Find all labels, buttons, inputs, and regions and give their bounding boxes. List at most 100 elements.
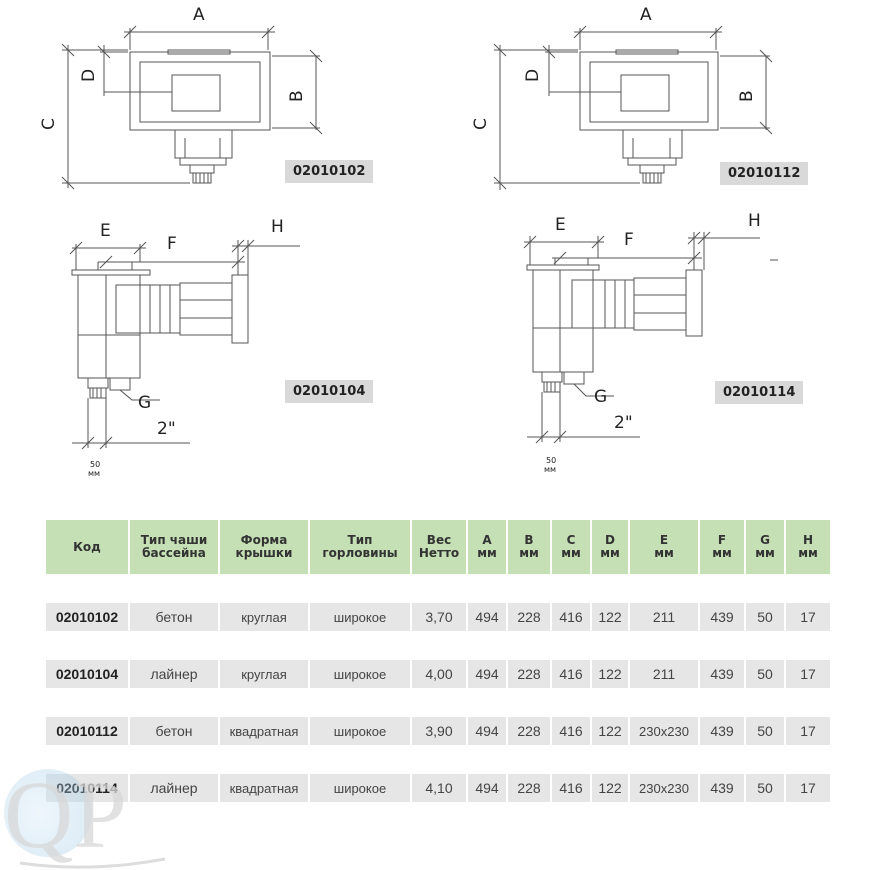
pipe-size-label: 2" xyxy=(614,413,633,433)
header-dim-d: D мм xyxy=(590,520,628,574)
model-code-label: 02010112 xyxy=(720,162,809,185)
cell-code: 02010112 xyxy=(46,717,128,745)
dim-label-d: D xyxy=(79,69,99,82)
cell-dim-e: 211 xyxy=(628,603,698,631)
table-row: 02010114 лайнер квадратная широкое 4,10 … xyxy=(46,774,830,802)
cell-dim-d: 122 xyxy=(590,717,628,745)
cell-dim-e: 230x230 xyxy=(628,717,698,745)
dim-label-c: C xyxy=(471,118,491,130)
model-code-label: 02010104 xyxy=(285,380,374,403)
cell-dim-e: 211 xyxy=(628,660,698,688)
cell-dim-f: 439 xyxy=(698,660,744,688)
cell-dim-g: 50 xyxy=(744,660,784,688)
cell-code: 02010102 xyxy=(46,603,128,631)
cell-dim-g: 50 xyxy=(744,774,784,802)
cell-dim-h: 17 xyxy=(784,660,830,688)
cell-dim-d: 122 xyxy=(590,774,628,802)
cell-pool-type: бетон xyxy=(128,717,218,745)
technical-drawing: A A B B C C D D E E F F G G H H 2" 2" 50… xyxy=(39,5,778,478)
side-view-right xyxy=(523,231,778,444)
cell-code: 02010104 xyxy=(46,660,128,688)
table-header-row: Код Тип чаши бассейна Форма крышки Тип г… xyxy=(46,520,830,574)
dim-label-e: E xyxy=(555,215,566,235)
pipe-size-label: 2" xyxy=(157,419,176,439)
cell-dim-f: 439 xyxy=(698,774,744,802)
cell-dim-h: 17 xyxy=(784,603,830,631)
dim-label-a: A xyxy=(640,5,652,25)
table-row: 02010104 лайнер круглая широкое 4,00 494… xyxy=(46,660,830,688)
dim-label-c: C xyxy=(39,118,59,130)
dim-label-h: H xyxy=(271,217,284,237)
table-row: 02010112 бетон квадратная широкое 3,90 4… xyxy=(46,717,830,745)
header-dim-a: А мм xyxy=(466,520,506,574)
cell-lid-shape: квадратная xyxy=(218,717,308,745)
cell-net-weight: 4,00 xyxy=(410,660,466,688)
dim-label-a: A xyxy=(193,5,205,25)
cell-dim-h: 17 xyxy=(784,717,830,745)
watermark-logo: QP xyxy=(4,761,166,869)
cell-throat-type: широкое xyxy=(308,660,410,688)
cell-dim-d: 122 xyxy=(590,660,628,688)
header-code: Код xyxy=(46,520,128,574)
cell-net-weight: 3,90 xyxy=(410,717,466,745)
cell-dim-a: 494 xyxy=(466,603,506,631)
cell-dim-f: 439 xyxy=(698,717,744,745)
cell-dim-b: 228 xyxy=(506,603,550,631)
header-dim-c: С мм xyxy=(550,520,590,574)
table-row: 02010102 бетон круглая широкое 3,70 494 … xyxy=(46,603,830,631)
header-dim-f: F мм xyxy=(698,520,744,574)
header-dim-h: H мм xyxy=(784,520,830,574)
cell-dim-d: 122 xyxy=(590,603,628,631)
watermark-letters: QP xyxy=(4,761,127,868)
dim-label-e: E xyxy=(100,221,111,241)
cell-pool-type: лайнер xyxy=(128,774,218,802)
spec-table-container: Код Тип чаши бассейна Форма крышки Тип г… xyxy=(46,520,830,802)
spec-table: Код Тип чаши бассейна Форма крышки Тип г… xyxy=(46,520,830,802)
cell-dim-e: 230x230 xyxy=(628,774,698,802)
side-view-left xyxy=(69,239,300,450)
cell-dim-a: 494 xyxy=(466,717,506,745)
cell-dim-g: 50 xyxy=(744,603,784,631)
front-view-right xyxy=(493,25,773,190)
cell-lid-shape: круглая xyxy=(218,660,308,688)
spacing-unit: мм xyxy=(88,469,100,478)
cell-dim-c: 416 xyxy=(550,717,590,745)
cell-throat-type: широкое xyxy=(308,774,410,802)
cell-dim-c: 416 xyxy=(550,660,590,688)
cell-dim-f: 439 xyxy=(698,603,744,631)
cell-throat-type: широкое xyxy=(308,603,410,631)
header-throat-type: Тип горловины xyxy=(308,520,410,574)
dim-label-g: G xyxy=(594,387,607,407)
dim-label-f: F xyxy=(167,234,177,254)
model-code-label: 02010102 xyxy=(285,160,374,183)
cell-dim-c: 416 xyxy=(550,774,590,802)
cell-dim-a: 494 xyxy=(466,774,506,802)
cell-lid-shape: квадратная xyxy=(218,774,308,802)
cell-dim-c: 416 xyxy=(550,603,590,631)
dim-label-d: D xyxy=(523,69,543,82)
cell-dim-b: 228 xyxy=(506,717,550,745)
cell-dim-a: 494 xyxy=(466,660,506,688)
front-view-left xyxy=(61,25,323,190)
cell-dim-g: 50 xyxy=(744,717,784,745)
dim-label-b: B xyxy=(287,90,307,102)
dim-label-b: B xyxy=(737,90,757,102)
cell-dim-b: 228 xyxy=(506,774,550,802)
header-dim-b: В мм xyxy=(506,520,550,574)
cell-throat-type: широкое xyxy=(308,717,410,745)
cell-dim-h: 17 xyxy=(784,774,830,802)
dim-label-f: F xyxy=(624,230,634,250)
model-code-label: 02010114 xyxy=(715,381,804,404)
cell-net-weight: 4,10 xyxy=(410,774,466,802)
spacing-value: 50 xyxy=(90,460,100,469)
dim-label-h: H xyxy=(748,211,761,231)
dim-label-g: G xyxy=(138,393,151,413)
cell-net-weight: 3,70 xyxy=(410,603,466,631)
cell-pool-type: лайнер xyxy=(128,660,218,688)
header-net-weight: Вес Нетто xyxy=(410,520,466,574)
header-pool-type: Тип чаши бассейна xyxy=(128,520,218,574)
cell-dim-b: 228 xyxy=(506,660,550,688)
header-dim-g: G мм xyxy=(744,520,784,574)
header-dim-e: Е мм xyxy=(628,520,698,574)
cell-pool-type: бетон xyxy=(128,603,218,631)
